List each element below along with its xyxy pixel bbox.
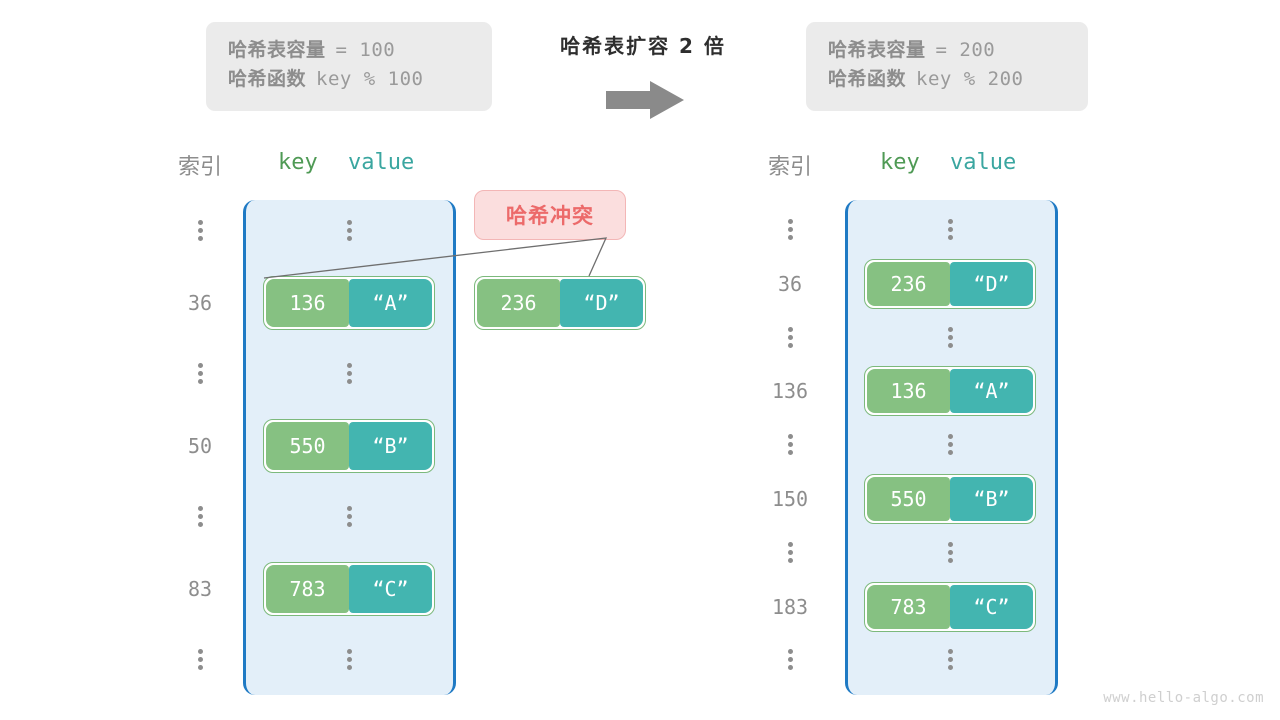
index-label: 36 [187, 290, 213, 315]
info-box-before: 哈希表容量 = 100 哈希函数 key % 100 [206, 22, 492, 111]
right-header-index: 索引 [767, 155, 812, 180]
function-label-before: 哈希函数 [228, 68, 307, 91]
capacity-line-after: 哈希表容量 = 200 [828, 36, 1066, 65]
index-label: 150 [771, 487, 809, 511]
index-label: 136 [771, 379, 809, 404]
index-label: 36 [777, 271, 803, 296]
function-expr-after: key % 200 [916, 68, 1024, 91]
capacity-expr-before: = 100 [335, 39, 396, 61]
function-line-after: 哈希函数 key % 200 [828, 65, 1066, 94]
entry-pair: 783“C” [864, 581, 1036, 632]
index-label: 183 [771, 594, 809, 619]
bucket-ellipsis [342, 363, 356, 385]
bucket-ellipsis [943, 326, 957, 349]
bucket-ellipsis [342, 649, 356, 671]
colliding-pair-cell: 236 “D” [474, 276, 646, 330]
left-header-value: value [348, 150, 415, 175]
entry-pair: 783“C” [263, 561, 435, 616]
entry-pair: 236“D” [864, 258, 1036, 309]
entry-pair: 136“A” [263, 275, 435, 330]
entry-value: “C” [349, 564, 432, 613]
index-ellipsis [783, 541, 797, 564]
entry-key: 783 [867, 584, 950, 629]
bucket-ellipsis [342, 506, 356, 528]
right-arrow-icon [606, 81, 684, 119]
entry-value: “A” [950, 369, 1033, 414]
entry-value: “B” [349, 421, 432, 470]
entry-key: 550 [266, 421, 349, 470]
index-ellipsis [193, 649, 207, 671]
entry-value: “B” [950, 477, 1033, 521]
index-ellipsis [783, 649, 797, 671]
index-ellipsis [193, 363, 207, 385]
right-header-key: key [880, 150, 920, 175]
entry-value: “D” [950, 261, 1033, 306]
index-label: 83 [187, 576, 213, 601]
entry-key: 550 [867, 477, 950, 521]
bucket-ellipsis [943, 434, 957, 456]
entry-key: 136 [867, 369, 950, 414]
colliding-pair-key: 236 [477, 279, 560, 327]
function-line-before: 哈希函数 key % 100 [228, 65, 470, 94]
entry-value: “A” [349, 278, 432, 327]
index-label: 50 [187, 433, 213, 458]
entry-key: 783 [266, 564, 349, 613]
function-expr-before: key % 100 [316, 68, 424, 91]
entry-pair: 550“B” [864, 474, 1036, 524]
info-box-after: 哈希表容量 = 200 哈希函数 key % 200 [806, 22, 1088, 111]
index-ellipsis [193, 220, 207, 242]
bucket-ellipsis [342, 220, 356, 242]
entry-value: “C” [950, 584, 1033, 629]
entry-key: 136 [266, 278, 349, 327]
bucket-ellipsis [943, 219, 957, 241]
bucket-ellipsis [943, 649, 957, 671]
capacity-label-after: 哈希表容量 [828, 39, 926, 61]
index-ellipsis [193, 506, 207, 528]
entry-pair: 550“B” [263, 418, 435, 473]
function-label-after: 哈希函数 [828, 68, 907, 91]
entry-key: 236 [867, 261, 950, 306]
capacity-expr-after: = 200 [935, 39, 996, 61]
capacity-label-before: 哈希表容量 [228, 39, 326, 61]
right-header-value: value [950, 150, 1017, 175]
capacity-line-before: 哈希表容量 = 100 [228, 36, 470, 65]
index-ellipsis [783, 219, 797, 241]
colliding-pair-value: “D” [560, 279, 643, 327]
watermark: www.hello-algo.com [1103, 690, 1264, 706]
index-ellipsis [783, 434, 797, 456]
left-header-index: 索引 [177, 155, 222, 180]
index-ellipsis [783, 326, 797, 349]
bucket-ellipsis [943, 541, 957, 564]
entry-pair: 136“A” [864, 366, 1036, 417]
collision-badge: 哈希冲突 [474, 190, 626, 240]
transform-title: 哈希表扩容 2 倍 [560, 34, 726, 58]
left-header-key: key [278, 150, 318, 175]
